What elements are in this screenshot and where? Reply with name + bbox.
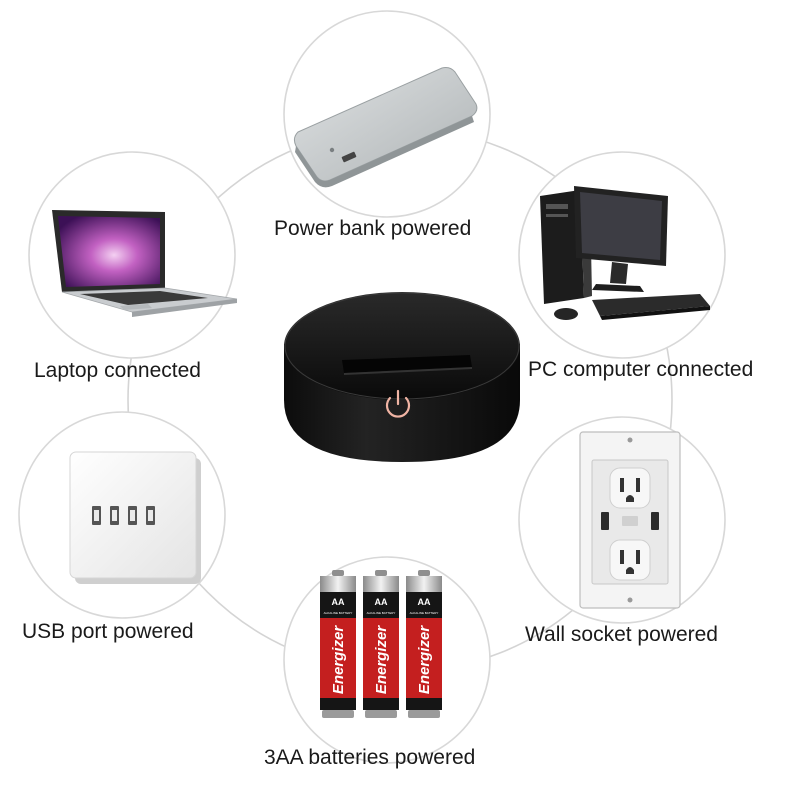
battery-1 <box>320 570 356 718</box>
battery-3-subtext: ALKALINE BATTERY <box>410 611 439 615</box>
label-usb-port: USB port powered <box>22 620 194 643</box>
battery-2 <box>363 570 399 718</box>
label-power-bank: Power bank powered <box>274 217 472 240</box>
battery-1-subtext: ALKALINE BATTERY <box>324 611 353 615</box>
battery-2-subtext: ALKALINE BATTERY <box>367 611 396 615</box>
led-lamp-base <box>284 292 520 462</box>
battery-2-brand: Energizer <box>373 625 390 695</box>
power-icon <box>385 389 411 418</box>
label-laptop: Laptop connected <box>34 359 201 382</box>
battery-3 <box>406 570 442 718</box>
power-outlet-icon <box>579 431 681 609</box>
battery-1-brand: Energizer <box>330 625 347 695</box>
label-pc: PC computer connected <box>528 358 754 381</box>
battery-2-size: AA <box>375 597 388 607</box>
aa-batteries-icon: AA AA AA ALKALINE BATTERY ALKALINE BATTE… <box>320 570 442 718</box>
desktop-computer-icon <box>540 186 710 320</box>
label-wall-socket: Wall socket powered <box>525 623 718 646</box>
label-batteries: 3AA batteries powered <box>264 746 476 769</box>
laptop-icon <box>52 210 238 317</box>
power-bank-icon <box>293 67 478 188</box>
battery-1-size: AA <box>332 597 345 607</box>
battery-3-size: AA <box>418 597 431 607</box>
battery-3-brand: Energizer <box>416 625 433 695</box>
usb-wall-socket-icon <box>69 451 201 584</box>
